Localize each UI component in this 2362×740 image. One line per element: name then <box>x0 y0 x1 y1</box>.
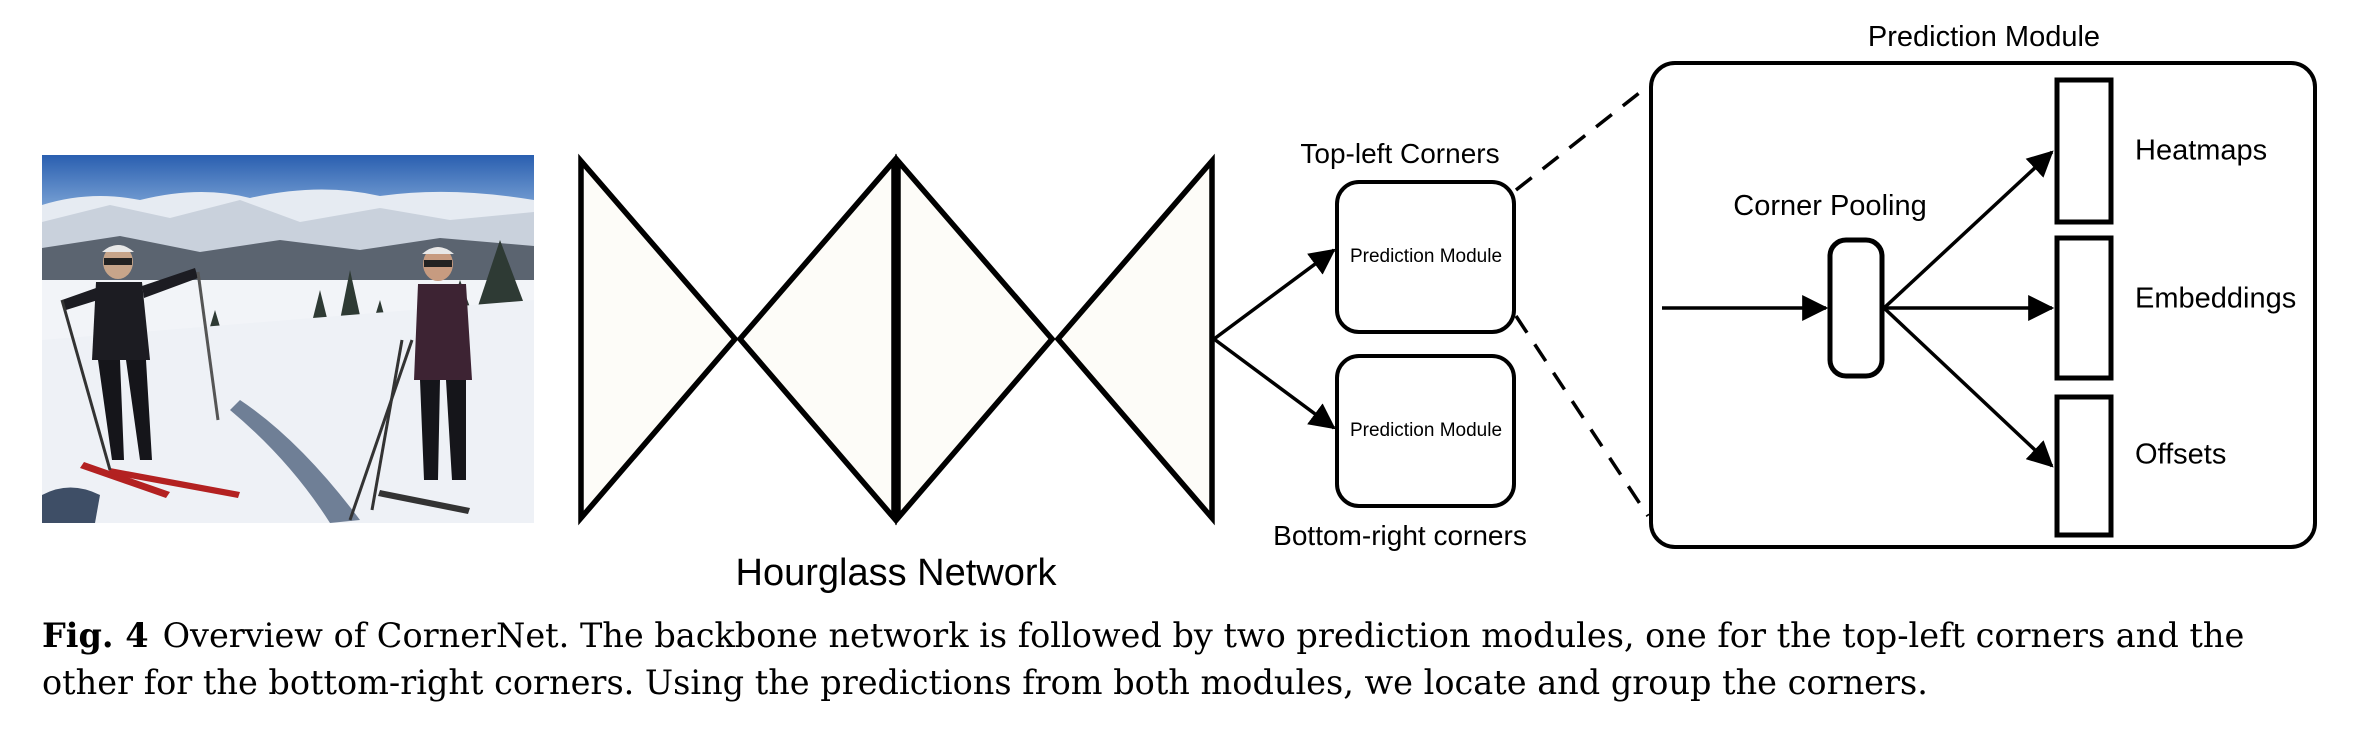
heatmaps-block <box>2054 77 2114 225</box>
arrow-to-heatmaps <box>1882 150 2054 310</box>
prediction-module-bottom <box>1335 354 1516 508</box>
top-left-corners-label: Top-left Corners <box>1300 138 1499 169</box>
corner-pooling-block <box>1827 237 1885 379</box>
corner-pooling-label: Corner Pooling <box>1733 190 1926 222</box>
caption-label: Fig. 4 <box>42 616 149 655</box>
input-photo <box>42 155 534 523</box>
prediction-module-top <box>1335 180 1516 334</box>
embeddings-label: Embeddings <box>2135 283 2296 315</box>
detail-module-title: Prediction Module <box>1868 21 2100 53</box>
embeddings-block <box>2054 235 2114 381</box>
zoom-line-bottom <box>1514 315 1650 517</box>
bottom-right-corners-label: Bottom-right corners <box>1273 520 1527 551</box>
hourglass-2-left-triangle <box>895 153 1056 526</box>
hourglass-1-left-triangle <box>578 153 739 526</box>
hourglass-network <box>578 153 1215 526</box>
hourglass-1-right-triangle <box>736 153 897 526</box>
caption-text: Overview of CornerNet. The backbone netw… <box>42 616 2245 702</box>
offsets-label: Offsets <box>2135 439 2226 471</box>
hourglass-label: Hourglass Network <box>736 552 1058 594</box>
prediction-module-bottom-label: Prediction Module <box>1350 420 1502 441</box>
prediction-module-top-label: Prediction Module <box>1350 246 1502 267</box>
cornernet-diagram: Hourglass Network Top-left Corners Predi… <box>42 21 2317 594</box>
arrow-to-offsets <box>1882 306 2054 468</box>
zoom-line-top <box>1514 84 1650 192</box>
prediction-module-detail <box>1649 61 2317 549</box>
skier-right <box>348 247 472 521</box>
arrow-to-top-module <box>1212 248 1336 341</box>
arrow-to-bottom-module <box>1212 337 1336 430</box>
hourglass-2-right-triangle <box>1054 153 1215 526</box>
heatmaps-label: Heatmaps <box>2135 135 2267 167</box>
offsets-block <box>2054 394 2114 538</box>
skier-left <box>60 245 240 498</box>
